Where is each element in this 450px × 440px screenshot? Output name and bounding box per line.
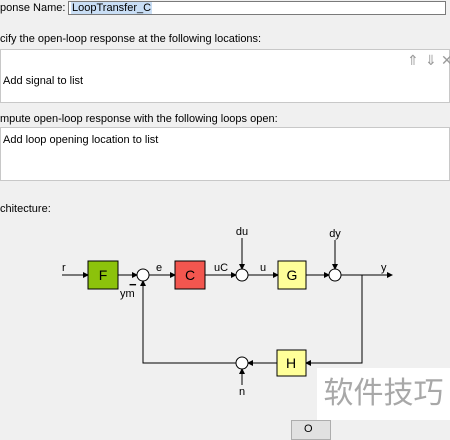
signal-dy-label: dy: [329, 228, 341, 240]
ok-button[interactable]: O: [291, 420, 331, 440]
response-name-value: LoopTransfer_C: [71, 2, 153, 14]
add-signal-link[interactable]: Add signal to list: [3, 75, 84, 87]
wire-y-to-h: [305, 275, 363, 366]
add-loop-opening-link[interactable]: Add loop opening location to list: [3, 134, 159, 146]
architecture-label: chitecture:: [0, 203, 51, 215]
loop-openings-label: mpute open-loop response with the follow…: [0, 113, 278, 125]
watermark: 软件技巧: [317, 368, 450, 420]
sum-junction-dy: [328, 268, 342, 282]
block-f-label: F: [99, 267, 108, 283]
delete-icon[interactable]: ✕: [441, 52, 450, 68]
signal-r-label: r: [62, 262, 66, 274]
block-g[interactable]: [277, 260, 307, 290]
signal-ym-label: ym: [120, 288, 135, 300]
loop-opening-list-panel: Add loop opening location to list: [0, 127, 450, 181]
block-h[interactable]: [276, 349, 307, 377]
signal-e-label: e: [156, 262, 162, 274]
wire-ym: [140, 280, 236, 364]
sum-junction-error: [136, 268, 150, 282]
move-up-icon[interactable]: ⇑: [407, 52, 419, 68]
signal-u-label: u: [260, 262, 266, 274]
signal-n-label: n: [239, 386, 245, 398]
signal-y-label: y: [381, 262, 387, 274]
block-f[interactable]: [87, 260, 119, 290]
architecture-diagram: F C G H r e uC u du dy y ym − n: [62, 226, 393, 398]
block-c[interactable]: [174, 260, 206, 290]
signal-list-panel: ⇑ ⇓ ✕ Add signal to list: [0, 49, 450, 103]
sum-junction-n: [235, 356, 249, 370]
response-name-label: ponse Name:: [0, 2, 66, 14]
open-loop-locations-label: cify the open-loop response at the follo…: [0, 33, 262, 45]
sum-junction-du: [235, 268, 249, 282]
response-name-input[interactable]: LoopTransfer_C: [68, 1, 446, 15]
signal-uc-label: uC: [214, 262, 228, 274]
block-h-label: H: [286, 355, 296, 371]
block-c-label: C: [185, 267, 195, 283]
signal-du-label: du: [236, 226, 248, 238]
move-down-icon[interactable]: ⇓: [425, 52, 437, 68]
block-g-label: G: [287, 267, 298, 283]
minus-sign: −: [129, 277, 137, 292]
